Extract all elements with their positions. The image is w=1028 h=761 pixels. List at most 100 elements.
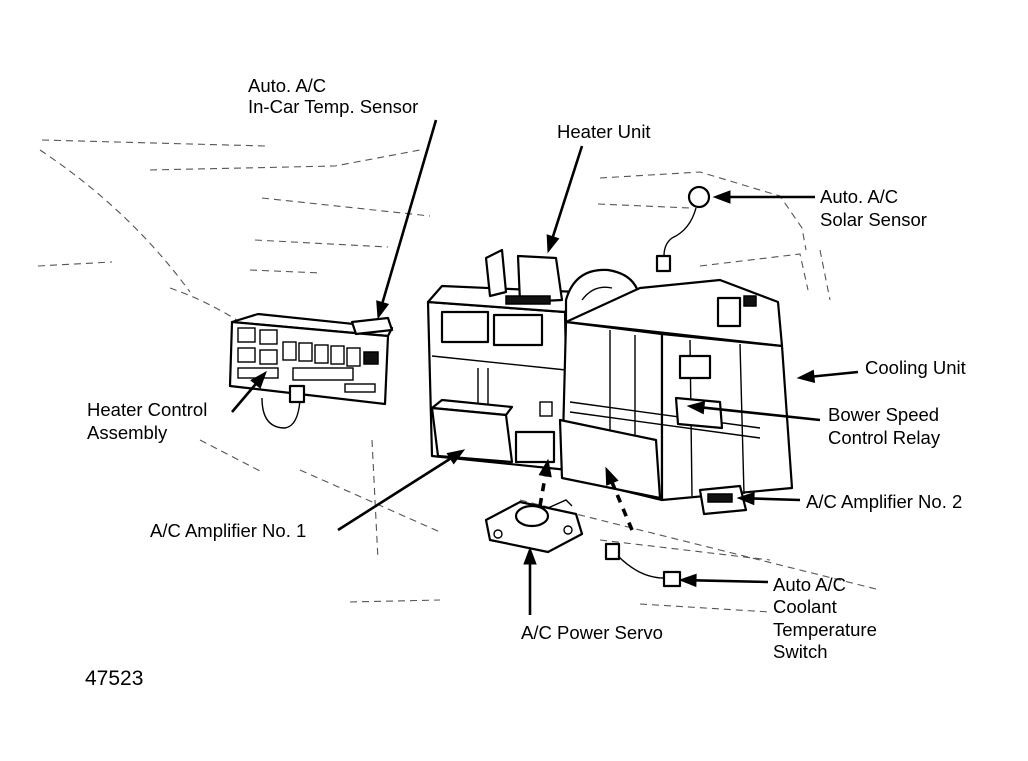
amplifier1-body — [430, 406, 514, 464]
heater-unit-edge — [431, 355, 567, 371]
control-indicator — [363, 351, 379, 365]
heater-clip — [539, 401, 553, 417]
arrow-amplifier-no1 — [337, 456, 453, 532]
dashboard-outline — [37, 139, 881, 613]
cooling-top-fitting — [716, 296, 742, 328]
dash-line-right-top — [599, 171, 807, 251]
servo-mount-hole — [563, 525, 573, 535]
heater-duct-left — [484, 248, 508, 298]
label-blower-relay-line2: Control Relay — [828, 427, 941, 448]
callout-labels: Auto. A/C In-Car Temp. Sensor Heater Uni… — [85, 75, 966, 690]
dash-line-left-curve — [169, 287, 241, 323]
control-button — [298, 342, 313, 362]
arrow-coolant-temp-switch — [693, 579, 769, 584]
arrow-power-servo-head — [523, 546, 537, 565]
control-button — [237, 327, 256, 343]
dash-line-floor-right — [599, 539, 771, 561]
solar-sensor-connector — [655, 254, 672, 273]
arrow-amplifier-no1-head — [446, 449, 466, 465]
dash-line-console-left — [371, 439, 379, 561]
arrow-in-car-temp-sensor-head — [376, 300, 390, 320]
control-button — [314, 344, 329, 364]
blower-opening — [581, 286, 613, 301]
control-button — [259, 349, 278, 365]
servo-mount-hole — [493, 529, 503, 539]
control-slot — [344, 383, 376, 393]
dash-line-upper — [149, 149, 421, 171]
label-heater-unit: Heater Unit — [557, 121, 651, 142]
heater-outlet-right — [492, 313, 544, 347]
arrow-blower-speed-relay-head — [686, 401, 706, 415]
solar-sensor — [655, 185, 711, 273]
label-coolant-switch-line2: Coolant — [773, 596, 837, 617]
heater-control-assembly — [228, 312, 394, 429]
label-power-servo: A/C Power Servo — [521, 622, 663, 643]
label-coolant-switch-line1: Auto A/C — [773, 574, 846, 595]
control-button — [259, 329, 278, 345]
label-heater-control-line1: Heater Control — [87, 399, 207, 420]
dash-line-left-shelf — [249, 269, 323, 274]
dash-line-right-edge — [819, 249, 831, 301]
heater-duct-center — [516, 254, 564, 304]
cooling-drain-tank — [558, 418, 662, 500]
arrow-coolant-temp-switch-head — [678, 573, 697, 588]
figure-number: 47523 — [85, 667, 143, 690]
cooling-unit — [558, 278, 794, 502]
ac-power-servo — [484, 499, 584, 554]
dash-line-floor-long — [519, 499, 881, 591]
control-button — [346, 347, 361, 367]
arrow-servo-to-unit-head — [538, 458, 552, 478]
cooling-refrigerant-pipe — [569, 401, 761, 439]
cooling-bracket — [743, 295, 757, 307]
dash-line-floor-bottom — [639, 603, 771, 613]
in-car-temp-sensor — [350, 316, 394, 336]
control-button — [330, 345, 345, 365]
dash-line-cowl — [261, 197, 431, 217]
label-cooling-unit: Cooling Unit — [865, 357, 966, 378]
arrow-cooling-unit-head — [796, 369, 816, 384]
control-button — [237, 347, 256, 363]
control-display — [292, 367, 354, 381]
servo-motor — [514, 504, 550, 528]
dash-line-lower-left — [199, 439, 263, 473]
amplifier2-plug — [707, 493, 733, 503]
arrow-amplifier-no2-head — [736, 491, 755, 506]
control-button — [282, 341, 297, 361]
blower-speed-relay-body — [674, 396, 724, 430]
dash-line-left-panel — [254, 239, 389, 248]
solar-sensor-wire — [663, 207, 697, 257]
solar-sensor-head — [687, 185, 711, 209]
ac-amplifier-no2 — [698, 484, 748, 516]
arrow-in-car-temp-sensor — [380, 119, 438, 305]
amplifier1-connector — [514, 430, 556, 464]
label-in-car-sensor-line1: Auto. A/C — [248, 75, 326, 96]
label-amplifier-no2: A/C Amplifier No. 2 — [806, 491, 962, 512]
coolant-switch-body — [662, 570, 682, 588]
label-solar-sensor-line1: Auto. A/C — [820, 186, 898, 207]
cooling-expansion-valve — [678, 354, 712, 380]
arrow-heater-control — [231, 381, 258, 413]
heater-outlet-left — [440, 310, 490, 344]
label-coolant-switch-line3: Temperature — [773, 619, 877, 640]
dash-line-right-shelf — [699, 253, 809, 291]
arrow-heater-unit — [551, 145, 584, 240]
label-solar-sensor-line2: Solar Sensor — [820, 209, 927, 230]
label-amplifier-no1: A/C Amplifier No. 1 — [150, 520, 306, 541]
label-coolant-switch-line4: Switch — [773, 641, 828, 662]
dash-line-top-left — [41, 139, 266, 147]
label-in-car-sensor-line2: In-Car Temp. Sensor — [248, 96, 418, 117]
heater-duct-slot — [505, 295, 551, 305]
control-harness-connector — [288, 384, 306, 404]
dash-line-left-lower — [37, 261, 113, 267]
cooling-fin-lines — [609, 330, 745, 497]
arrow-heater-control-head — [250, 370, 267, 389]
arrow-servo-to-unit — [538, 473, 548, 507]
ac-amplifier-no1 — [430, 398, 556, 464]
servo-linkage — [547, 499, 573, 509]
control-harness-wire — [261, 397, 301, 429]
dash-line-floor — [349, 599, 441, 603]
coolant-temp-switch — [604, 542, 682, 588]
arrow-heater-unit-head — [546, 234, 560, 254]
label-heater-control-line2: Assembly — [87, 422, 168, 443]
coolant-switch-wire — [617, 555, 665, 579]
